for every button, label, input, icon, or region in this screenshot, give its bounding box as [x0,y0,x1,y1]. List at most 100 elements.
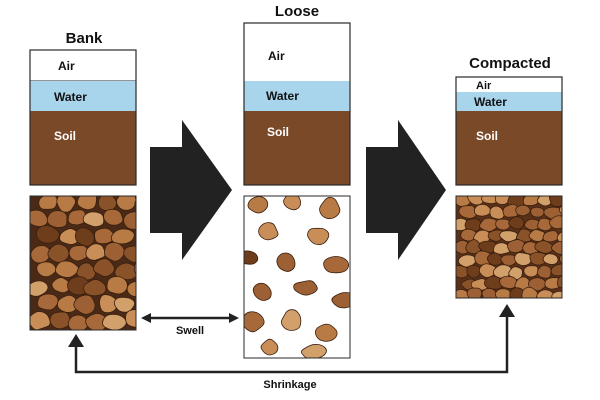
compacted-particle-sample [455,195,563,299]
bank-phase-column: Air Water Soil [29,49,137,186]
compacted-phase-column: Air Water Soil [455,76,563,186]
compacted-column-outline [455,76,563,186]
loose-soil-particle [276,252,296,272]
shrinkage-arrowhead-right-icon [499,304,515,317]
bank-soil-particle [30,311,51,330]
compacted-soil-particle [515,204,531,217]
bank-soil-particle [103,242,125,262]
loose-air-layer [244,23,350,81]
compacted-soil-particle [478,263,497,278]
loose-soil-particle [319,197,341,220]
compacted-soil-particle [521,286,539,298]
compacted-soil-particle [559,204,562,215]
compacted-soil-particle [542,230,560,243]
loose-phase-column: Air Water Soil [243,22,351,186]
compacted-soil-particle [549,215,562,230]
bank-soil-particle [67,314,89,330]
compacted-soil-particle [559,253,562,265]
bank-sample-outline [29,195,137,331]
compacted-title: Compacted [469,55,551,72]
compacted-soil-particle [542,253,559,265]
loose-soil-particle [280,309,302,331]
compacted-soil-particle [456,265,469,279]
loose-soil-particle [323,256,350,274]
bank-soil-particle [30,245,51,264]
compacted-soil-label: Soil [476,129,498,143]
loose-soil-particle [260,338,279,356]
bank-soil-particle [102,313,127,330]
loose-soil-particle [314,323,338,342]
bank-soil-particle [73,294,96,315]
compacted-soil-particle [551,241,562,255]
loose-soil-particle [283,196,302,211]
bank-soil-particle [123,245,136,263]
bank-soil-particle [123,211,136,230]
loose-water-layer [244,81,350,111]
bank-soil-particle [74,227,95,247]
bank-water-layer [30,81,136,111]
compacted-soil-particle [493,242,512,255]
loose-water-label: Water [266,89,299,103]
swell-label: Swell [176,325,204,337]
loose-soil-particle [247,196,269,214]
compacted-soil-particle [550,263,562,277]
bank-soil-particle [126,281,136,297]
bank-soil-particle [116,196,136,211]
compacted-soil-particle [481,287,500,298]
compacted-state: Compacted Air Water Soil [455,55,563,299]
bank-soil-particle [103,208,124,226]
bank-water-label: Water [54,90,87,104]
compacted-soil-particle [557,275,562,288]
compacted-soil-particle [466,264,482,279]
loose-particles [244,196,350,358]
loose-column-outline [243,22,351,186]
loose-soil-particle [244,250,259,265]
compacted-soil-particle [486,252,503,266]
swell-annotation: Swell [141,313,239,337]
compacted-soil-particle [523,265,539,278]
loose-particle-sample [243,195,351,359]
bank-air-layer [29,49,137,82]
loose-soil-label: Soil [267,125,289,139]
loose-title: Loose [275,3,319,20]
bank-soil-particle [94,227,116,245]
bank-soil-particle [83,279,107,297]
compacted-soil-particle [528,277,547,292]
bank-soil-particle [36,261,57,278]
compacted-soil-particle [473,203,492,217]
compacted-soil-particle [479,217,500,232]
compacted-water-layer [456,92,562,111]
compacted-soil-particle [495,288,511,298]
compacted-soil-particle [467,196,485,206]
compacted-soil-particle [500,254,518,267]
loose-soil-layer [244,111,350,185]
compacted-soil-layer [456,111,562,185]
bank-soil-particle [49,311,71,330]
bank-soil-particle [57,294,79,313]
loose-soil-particle [258,222,279,241]
loose-soil-particle [307,227,330,246]
compacted-water-label: Water [474,95,507,109]
bank-title: Bank [66,30,103,47]
compacted-soil-particle [556,231,562,244]
bank-soil-layer [30,111,136,185]
shrinkage-bracket-line [74,307,509,374]
bank-air-label: Air [58,59,75,73]
loose-sample-outline [243,195,351,359]
compacted-soil-particle [514,252,532,266]
loose-soil-particle [244,311,265,333]
loose-soil-particle [301,344,327,358]
loose-soil-particle [252,282,272,301]
bank-soil-particle [106,276,128,295]
loose-state: Loose Air Water Soil [243,3,351,359]
compacted-soil-particle [494,196,511,205]
bank-soil-particle [76,262,96,281]
bank-soil-particle [134,300,136,308]
bank-soil-label: Soil [54,129,76,143]
bank-soil-particle [38,196,58,210]
compacted-air-label: Air [476,80,492,92]
compacted-soil-particle [481,196,499,205]
bank-state: Bank Air Water Soil [29,30,137,331]
